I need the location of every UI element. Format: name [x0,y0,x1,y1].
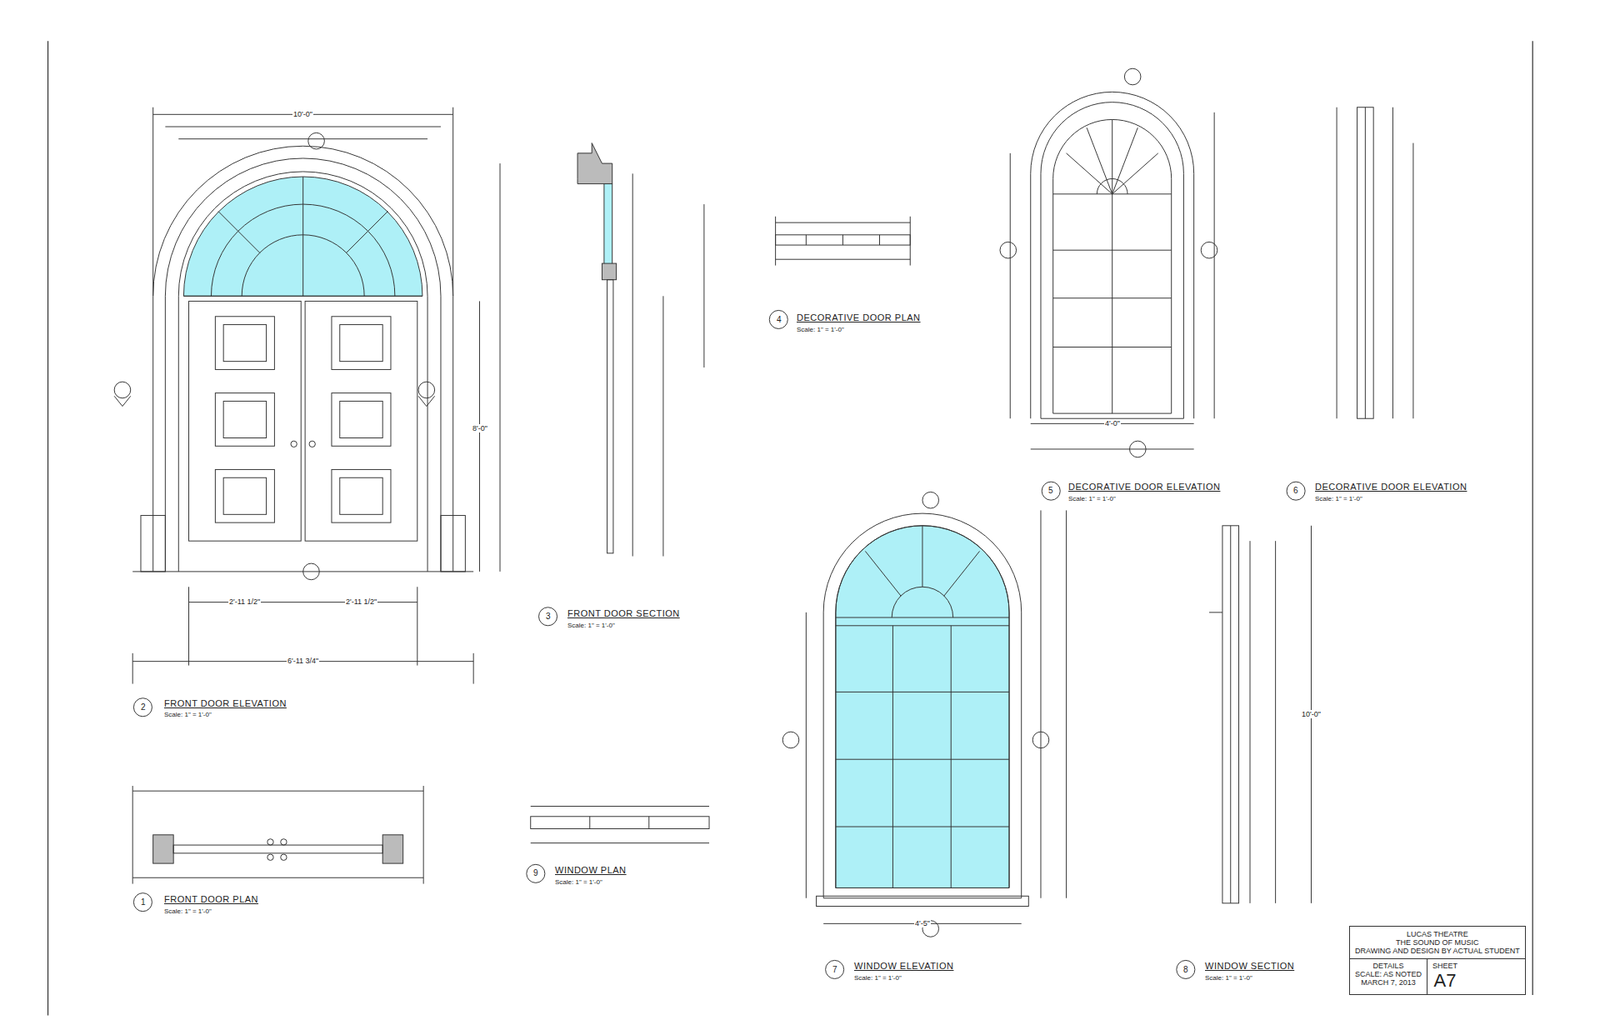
callout-number: 7 [831,965,839,975]
title-block-text: DETAILS [1373,961,1405,970]
dimension: 10'-0" [292,110,314,119]
dimension: 8'-0" [471,424,489,433]
callout-number: 1 [140,897,147,908]
title-block-text: SCALE: AS NOTED [1355,970,1422,979]
dimension: 10'-0" [1300,710,1322,719]
scale-note: Scale: 1" = 1'-0" [853,974,903,982]
decorative-door-plan [775,216,911,266]
view-title: FRONT DOOR PLAN [163,894,260,905]
callout-number: 4 [775,315,783,325]
view-title: DECORATIVE DOOR ELEVATION [1314,481,1468,493]
scale-note: Scale: 1" = 1'-0" [1204,974,1254,982]
callout-number: 8 [1182,965,1190,975]
scale-note: Scale: 1" = 1'-0" [163,907,213,915]
front-door-elevation [114,107,500,685]
callout-number: 9 [532,868,540,879]
title-block-text: SHEET [1432,961,1458,970]
title-block-text: THE SOUND OF MUSIC [1395,938,1480,947]
scale-note: Scale: 1" = 1'-0" [163,710,213,719]
title-block-text: MARCH 7, 2013 [1360,978,1416,987]
front-door-section [577,143,705,557]
callout-circles [133,310,1305,979]
window-elevation [782,491,1066,937]
title-block-text: A7 [1434,970,1457,992]
callout-number: 5 [1047,485,1055,496]
scale-note: Scale: 1" = 1'-0" [1067,495,1117,503]
window-section [1209,525,1311,904]
view-title: FRONT DOOR SECTION [566,608,681,620]
callout-number: 3 [545,611,552,622]
view-title: WINDOW SECTION [1204,960,1295,972]
view-title: FRONT DOOR ELEVATION [163,698,288,710]
title-block-text: DRAWING AND DESIGN BY ACTUAL STUDENT [1355,946,1520,955]
dimension: 2'-11 1/2" [345,597,378,606]
title-block-text: LUCAS THEATRE [1406,930,1469,939]
scale-note: Scale: 1" = 1'-0" [554,878,604,886]
view-title: DECORATIVE DOOR PLAN [795,312,922,324]
callout-number: 6 [1292,485,1300,496]
view-title: WINDOW PLAN [554,865,628,876]
callout-number: 2 [140,702,147,713]
title-block: LUCAS THEATRETHE SOUND OF MUSICDRAWING A… [1349,925,1526,995]
view-title: DECORATIVE DOOR ELEVATION [1067,481,1221,493]
scale-note: Scale: 1" = 1'-0" [566,621,616,630]
front-door-plan [132,785,424,885]
dimension: 4'-5" [914,919,931,928]
decorative-door-section [1336,107,1414,419]
dimension: 4'-0" [1104,419,1121,428]
scale-note: Scale: 1" = 1'-0" [795,325,845,334]
window-plan [530,806,710,844]
dimension: 2'-11 1/2" [228,597,261,606]
dimension: 6'-11 3/4" [286,656,320,665]
decorative-door-elevation [1000,68,1218,458]
scale-note: Scale: 1" = 1'-0" [1314,495,1364,503]
view-title: WINDOW ELEVATION [853,960,955,972]
